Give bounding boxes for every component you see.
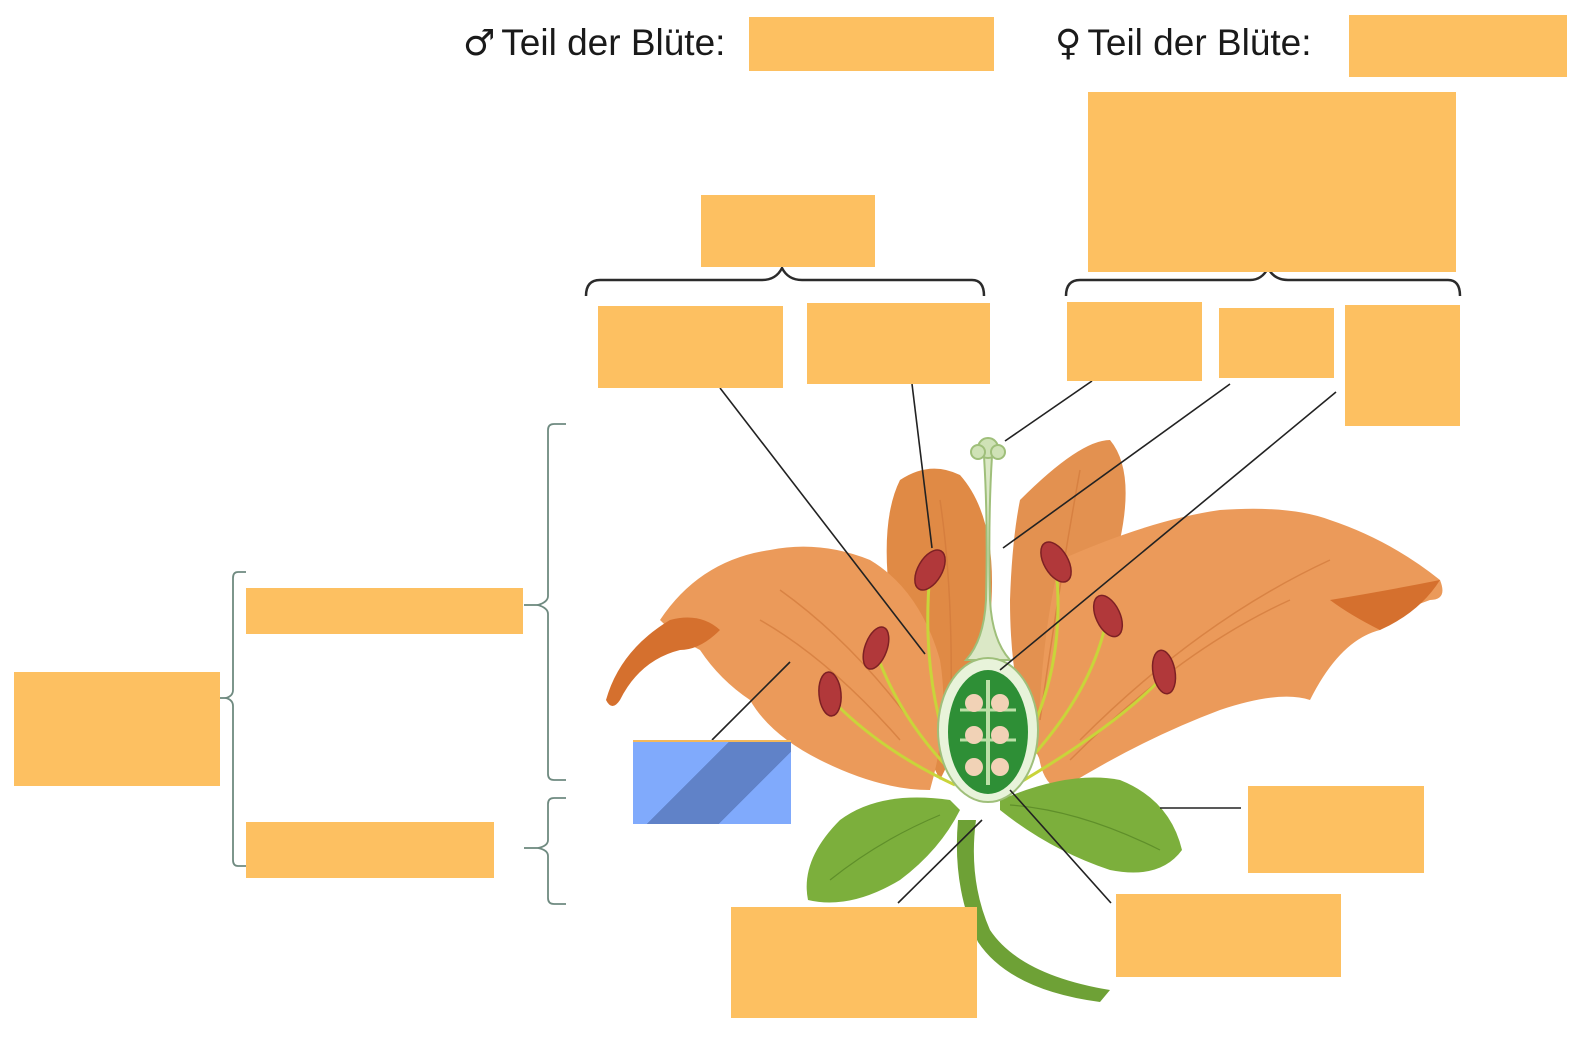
- ovary-answer-box[interactable]: [1345, 305, 1460, 426]
- style: [963, 455, 1013, 661]
- perianth-inner-answer-box[interactable]: [246, 588, 523, 634]
- female-part-answer-text: [1349, 15, 1567, 77]
- female-part-heading-text: Teil der Blüte:: [1087, 22, 1312, 63]
- anther-answer-text: [807, 303, 990, 384]
- stigma-answer-box[interactable]: [1067, 302, 1202, 381]
- male-part-answer-box[interactable]: [749, 17, 994, 71]
- male-part-answer-text: [749, 17, 994, 71]
- leader-lines: [711, 380, 1337, 904]
- ovary-answer-text: [1345, 305, 1460, 426]
- calyx-answer-box[interactable]: [246, 822, 494, 878]
- ovule-answer-box[interactable]: [1116, 894, 1341, 977]
- receptacle-answer-box[interactable]: [731, 907, 977, 1018]
- ovules: [965, 694, 1009, 776]
- anther-answer-box[interactable]: [807, 303, 990, 384]
- sepal-left: [806, 797, 960, 903]
- anther-filament-answer-box[interactable]: [598, 306, 783, 388]
- stigma: [970, 437, 1006, 460]
- stamen-group-answer-text: [701, 195, 875, 267]
- style-answer-text: [1219, 308, 1334, 378]
- petal-left-tip: [606, 617, 720, 706]
- petal-right: [1037, 508, 1443, 790]
- perianth-inner-answer-text: [246, 588, 523, 634]
- brace-pistil-group: [1064, 265, 1462, 297]
- anther-filament-answer-text: [598, 306, 783, 388]
- petal-answer-text: [633, 742, 791, 824]
- style-answer-box[interactable]: [1219, 308, 1334, 378]
- male-symbol-icon: ♂: [463, 23, 496, 64]
- female-symbol-icon: ♀: [1055, 23, 1082, 64]
- stem: [956, 820, 1110, 1002]
- male-part-heading-text: Teil der Blüte:: [501, 22, 726, 63]
- brace-stamen-group: [584, 265, 986, 297]
- stigma-answer-text: [1067, 302, 1202, 381]
- ovule-answer-text: [1116, 894, 1341, 977]
- stamen-group-answer-box[interactable]: [701, 195, 875, 267]
- bracket-perianth: [524, 423, 566, 781]
- sepal-answer-text: [1248, 786, 1424, 873]
- pistil-group-answer-text: [1088, 92, 1456, 272]
- petal-left: [660, 546, 944, 790]
- pistil-group-answer-box[interactable]: [1088, 92, 1456, 272]
- female-part-answer-box[interactable]: [1349, 15, 1567, 77]
- sepal-right: [1000, 777, 1182, 873]
- bracket-left-group: [218, 571, 246, 867]
- petal-answer-box[interactable]: [633, 740, 791, 824]
- perianth-group-answer-text: [14, 672, 220, 786]
- sepal-answer-box[interactable]: [1248, 786, 1424, 873]
- bracket-calyx: [524, 797, 566, 905]
- anthers: [818, 541, 1177, 717]
- male-part-heading: ♂Teil der Blüte:: [463, 24, 725, 62]
- receptacle-answer-text: [731, 907, 977, 1018]
- calyx-answer-text: [246, 822, 494, 878]
- flower-illustration: [606, 437, 1443, 1002]
- female-part-heading: ♀Teil der Blüte:: [1055, 24, 1312, 62]
- perianth-group-answer-box[interactable]: [14, 672, 220, 786]
